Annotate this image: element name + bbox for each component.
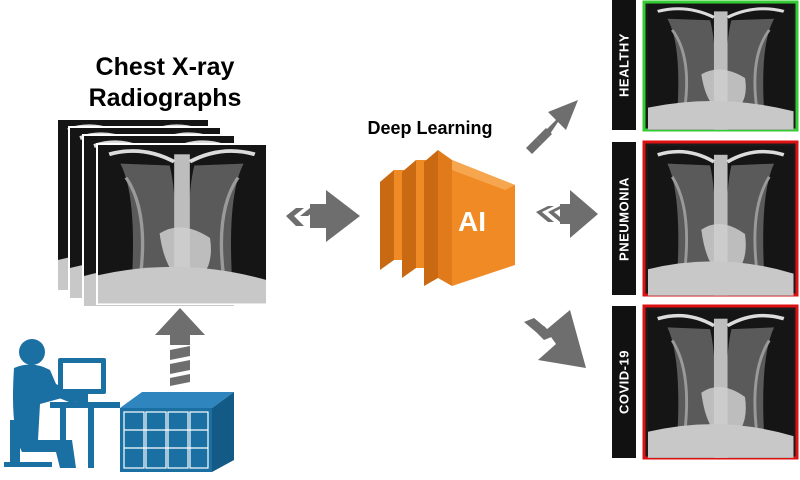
arrow-to-ai	[286, 190, 360, 242]
label-pneumonia: PNEUMONIA	[612, 142, 636, 295]
output-panel-covid	[642, 304, 799, 460]
upload-arrow	[155, 308, 205, 386]
xray-covid	[646, 308, 796, 460]
arrow-to-covid	[524, 310, 586, 368]
label-healthy: HEALTHY	[612, 0, 636, 130]
xray-pneumonia	[646, 144, 796, 298]
operator-at-computer-icon	[4, 339, 120, 468]
xray-image-front	[96, 143, 268, 305]
label-pneumonia-text: PNEUMONIA	[616, 176, 632, 261]
label-covid: COVID-19	[612, 306, 636, 458]
ai-chip-icon	[380, 150, 515, 286]
arrow-to-healthy	[526, 100, 578, 154]
xray-healthy	[646, 2, 796, 132]
xray-stack-icon	[56, 118, 268, 308]
server-cabinet-icon	[120, 392, 234, 472]
label-healthy-text: HEALTHY	[616, 33, 632, 97]
label-covid-text: COVID-19	[616, 350, 632, 414]
arrow-to-pneumonia	[536, 190, 598, 238]
output-panel-healthy	[642, 0, 799, 132]
ai-text: AI	[458, 206, 486, 237]
output-panel-pneumonia	[642, 140, 799, 298]
title-line-2: Radiographs	[88, 84, 242, 112]
diagram-title: Chest X-ray Radiographs	[60, 52, 270, 114]
title-line-1: Chest X-ray	[95, 53, 235, 81]
deep-learning-label: Deep Learning	[367, 118, 493, 138]
